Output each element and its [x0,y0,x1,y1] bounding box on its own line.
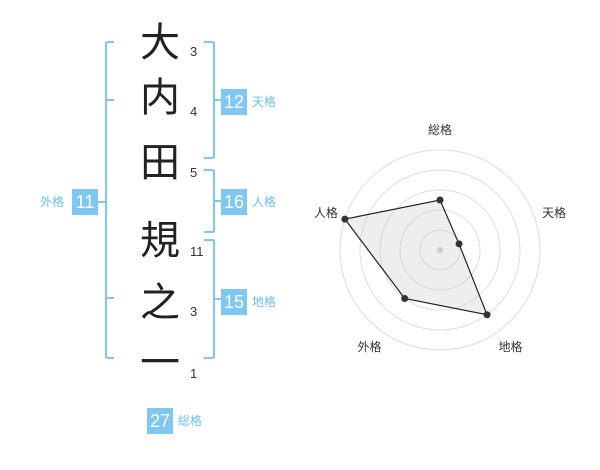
radar-axis-label: 人格 [314,205,338,220]
radar-point [455,240,463,248]
chikaku-badge: 15 [221,289,247,315]
radar-point [401,295,409,303]
radar-ring [399,209,481,291]
radar-center [437,247,443,253]
radar-ring [359,169,521,331]
name-character: 之 [140,280,180,326]
tenkaku-label: 天格 [252,95,277,109]
radar-ring [379,189,501,311]
gaikaku-badge: 11 [72,189,98,215]
stroke-count: 1 [190,366,198,381]
name-character: 規 [140,218,180,264]
radar-point [483,311,491,319]
radar-ring [339,149,541,351]
radar-axis-label: 天格 [542,205,566,220]
jinkaku-label: 人格 [252,195,277,209]
name-character: 内 [140,75,180,121]
name-character: 大 [140,20,180,66]
stroke-count: 3 [190,304,198,319]
radar-axis-label: 総格 [428,122,452,137]
name-character: 田 [140,140,180,186]
radar-axis-label: 地格 [498,339,522,354]
radar-axis-label: 外格 [357,339,381,354]
radar-ring [419,229,461,271]
jinkaku-badge: 16 [221,189,247,215]
tenkaku-badge: 12 [221,89,247,115]
radar-point [341,215,349,223]
radar-area [343,199,488,316]
soukaku-badge: 27 [147,408,173,434]
gaikaku-label: 外格 [40,195,65,209]
stroke-count: 11 [190,244,204,259]
name-character: 一 [140,340,180,386]
stroke-count: 3 [190,44,198,59]
soukaku-label: 総格 [178,414,203,428]
stroke-count: 4 [190,104,198,119]
chikaku-label: 地格 [252,295,277,309]
stroke-count: 5 [190,165,198,180]
radar-point [436,196,444,204]
